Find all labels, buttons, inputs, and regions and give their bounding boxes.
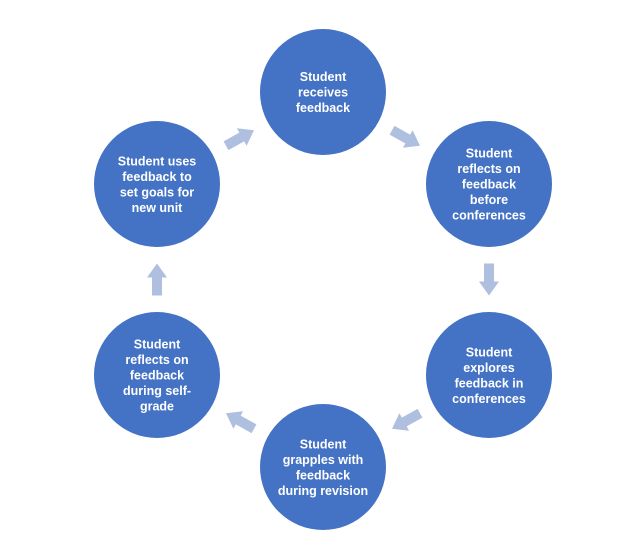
cycle-node-label-line: Student xyxy=(134,338,181,352)
cycle-node-circle xyxy=(260,29,386,155)
cycle-node-label-line: conferences xyxy=(452,392,526,406)
cycle-node-label-line: conferences xyxy=(452,209,526,223)
cycle-node-label-line: grapples with xyxy=(283,453,364,467)
cycle-node-label-line: during self- xyxy=(123,384,191,398)
cycle-node-label-line: explores xyxy=(463,361,514,375)
cycle-node-label-line: Student xyxy=(466,147,513,161)
cycle-node-label-line: Student xyxy=(300,70,347,84)
cycle-node-circle xyxy=(426,312,552,438)
flow-arrow-icon xyxy=(223,128,254,151)
cycle-node-label-line: reflects on xyxy=(457,162,520,176)
cycle-node-label-line: feedback in xyxy=(455,376,524,390)
flow-arrow-icon xyxy=(226,411,257,434)
cycle-node-circle xyxy=(426,121,552,247)
cycle-node-label-line: Student xyxy=(300,437,347,451)
cycle-node-label-line: new unit xyxy=(132,201,184,215)
cycle-node-label-line: feedback xyxy=(130,369,184,383)
cycle-node-label-line: Student xyxy=(466,345,513,359)
cycle-node-circle xyxy=(94,312,220,438)
cycle-node-circle xyxy=(260,404,386,530)
cycle-node-label-line: reflects on xyxy=(125,353,188,367)
flow-arrow-icon xyxy=(147,263,167,296)
cycle-node-circle xyxy=(94,121,220,247)
flow-arrow-icon xyxy=(392,408,423,431)
cycle-node-label-line: feedback xyxy=(462,178,516,192)
cycle-node-label-line: feedback xyxy=(296,101,350,115)
cycle-node-label-line: during revision xyxy=(278,484,368,498)
cycle-node-label-line: before xyxy=(470,193,508,207)
cycle-node-label-line: receives xyxy=(298,86,348,100)
cycle-node-label-line: set goals for xyxy=(120,185,194,199)
cycle-node-label-line: Student uses xyxy=(118,154,197,168)
cycle-node-label-line: feedback to xyxy=(122,170,192,184)
cycle-node-label-line: feedback xyxy=(296,468,350,482)
flow-arrow-icon xyxy=(389,125,420,148)
arrows-layer xyxy=(147,125,499,434)
cycle-node-label-line: grade xyxy=(140,400,174,414)
flow-arrow-icon xyxy=(479,263,499,296)
